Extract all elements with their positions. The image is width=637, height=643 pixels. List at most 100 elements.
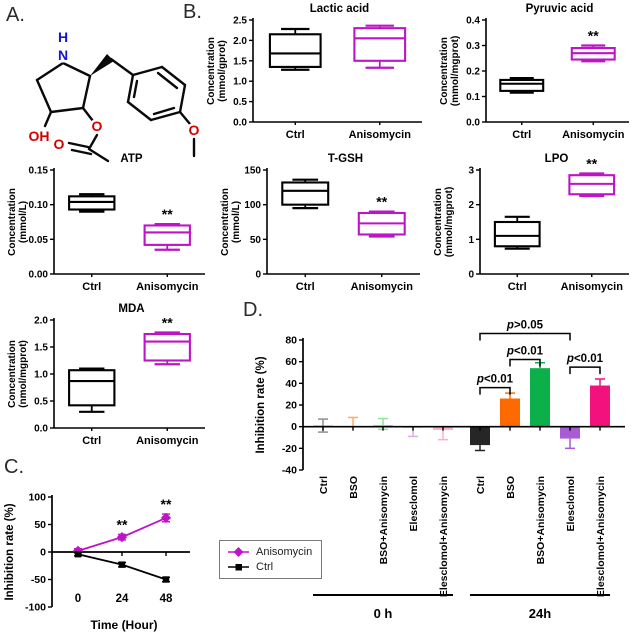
svg-text:MDA: MDA xyxy=(118,303,144,315)
svg-text:48: 48 xyxy=(160,593,173,605)
svg-text:0.1: 0.1 xyxy=(466,92,480,103)
panel-b-label: B. xyxy=(183,1,202,23)
svg-text:N: N xyxy=(58,47,68,63)
svg-text:0.2: 0.2 xyxy=(466,67,480,78)
panel-c-label: C. xyxy=(4,456,24,478)
svg-text:Ctrl: Ctrl xyxy=(508,281,527,293)
bar-BSO xyxy=(500,398,520,427)
svg-text:p<0.01: p<0.01 xyxy=(506,346,544,358)
svg-text:(mmol/L): (mmol/L) xyxy=(18,201,29,243)
panel-d-label: D. xyxy=(243,299,263,321)
svg-text:O: O xyxy=(92,118,103,134)
svg-text:0.15: 0.15 xyxy=(29,166,49,177)
svg-text:50: 50 xyxy=(34,519,46,531)
svg-text:1.5: 1.5 xyxy=(34,343,48,354)
svg-text:1.0: 1.0 xyxy=(233,77,247,88)
chart-atp: ATP0.000.050.100.15Concentration(mmol/L)… xyxy=(7,153,205,293)
svg-text:0.0: 0.0 xyxy=(34,424,48,435)
svg-text:O: O xyxy=(189,122,200,138)
svg-text:Ctrl: Ctrl xyxy=(296,281,315,293)
svg-text:Inhibition rate (%): Inhibition rate (%) xyxy=(4,503,16,600)
svg-text:80: 80 xyxy=(285,335,297,347)
svg-text:**: ** xyxy=(162,206,173,222)
svg-text:BSO+Anisomycin: BSO+Anisomycin xyxy=(378,476,390,564)
svg-text:150: 150 xyxy=(244,166,261,177)
svg-text:3: 3 xyxy=(468,166,474,177)
svg-text:0.5: 0.5 xyxy=(34,397,48,408)
svg-text:**: ** xyxy=(162,314,173,330)
svg-text:Ctrl: Ctrl xyxy=(82,435,101,447)
svg-text:H: H xyxy=(58,29,68,45)
svg-text:0.00: 0.00 xyxy=(29,270,49,281)
box-Anisomycin xyxy=(143,224,191,246)
svg-text:Elesclomol+Anisomycin: Elesclomol+Anisomycin xyxy=(595,476,607,597)
svg-text:**: ** xyxy=(586,155,597,171)
svg-text:0: 0 xyxy=(75,593,81,605)
svg-text:O: O xyxy=(54,136,65,152)
svg-text:24: 24 xyxy=(116,593,129,605)
svg-text:Lactic acid: Lactic acid xyxy=(310,3,369,15)
svg-text:T-GSH: T-GSH xyxy=(328,153,363,165)
svg-text:OH: OH xyxy=(29,128,50,144)
svg-text:Concentration: Concentration xyxy=(206,37,217,105)
svg-text:-20: -20 xyxy=(282,443,297,455)
svg-text:-40: -40 xyxy=(282,465,297,477)
svg-text:0: 0 xyxy=(291,421,297,433)
svg-text:-100: -100 xyxy=(25,602,46,614)
svg-text:Elesclomol: Elesclomol xyxy=(565,476,577,532)
svg-text:BSO: BSO xyxy=(505,476,517,499)
svg-text:0.3: 0.3 xyxy=(466,41,480,52)
svg-text:BSO+Anisomycin: BSO+Anisomycin xyxy=(535,476,547,564)
svg-text:Inhibition rate (%): Inhibition rate (%) xyxy=(255,356,267,453)
svg-text:1.0: 1.0 xyxy=(34,370,48,381)
box-Ctrl xyxy=(68,369,116,407)
svg-text:(mmol/mgprot): (mmol/mgprot) xyxy=(450,36,461,107)
svg-text:1.5: 1.5 xyxy=(233,56,247,67)
svg-text:2: 2 xyxy=(468,200,474,211)
svg-text:**: ** xyxy=(376,194,387,210)
svg-text:(nmol/mgprot): (nmol/mgprot) xyxy=(18,340,29,408)
svg-text:0.4: 0.4 xyxy=(466,16,480,27)
box-Ctrl xyxy=(493,220,541,248)
svg-text:p<0.01: p<0.01 xyxy=(476,374,514,386)
box-Anisomycin xyxy=(143,332,191,362)
ctrl-line-marker-icon xyxy=(228,564,249,571)
svg-text:0.0: 0.0 xyxy=(466,118,480,129)
svg-text:Elesclomol+Anisomycin: Elesclomol+Anisomycin xyxy=(438,476,450,597)
svg-text:Anisomycin: Anisomycin xyxy=(562,129,625,141)
svg-text:Ctrl: Ctrl xyxy=(475,476,487,494)
panel-a-label: A. xyxy=(6,4,25,26)
svg-text:Anisomycin: Anisomycin xyxy=(136,435,199,447)
svg-text:0: 0 xyxy=(255,270,261,281)
legend-label-ctrl: Ctrl xyxy=(256,561,274,573)
svg-text:LPO: LPO xyxy=(545,153,569,165)
chart-mda: MDA0.00.51.01.52.0Concentration(nmol/mgp… xyxy=(7,303,205,447)
svg-text:40: 40 xyxy=(285,378,297,390)
svg-text:**: ** xyxy=(588,28,599,44)
svg-text:2.5: 2.5 xyxy=(233,16,247,27)
chart-pyruvic-acid: Pyruvic acid0.00.10.20.30.4Concentration… xyxy=(439,3,629,141)
svg-text:24h: 24h xyxy=(529,606,551,621)
bar-BSO+Anisomycin xyxy=(530,368,550,427)
svg-text:p>0.05: p>0.05 xyxy=(506,320,544,332)
timecourse-legend: Anisomycin Ctrl xyxy=(219,540,323,579)
svg-text:0 h: 0 h xyxy=(374,606,393,621)
svg-text:2.0: 2.0 xyxy=(233,36,247,47)
svg-text:100: 100 xyxy=(244,200,261,211)
svg-text:0.10: 0.10 xyxy=(29,200,49,211)
svg-text:20: 20 xyxy=(285,400,297,412)
svg-text:Concentration: Concentration xyxy=(7,340,18,408)
svg-text:0.5: 0.5 xyxy=(233,97,247,108)
svg-text:0.05: 0.05 xyxy=(29,235,49,246)
box-Ctrl xyxy=(268,33,322,68)
box-Anisomycin xyxy=(353,27,407,62)
svg-text:Concentration: Concentration xyxy=(433,188,444,256)
legend-item-anisomycin: Anisomycin xyxy=(227,546,312,558)
svg-text:-50: -50 xyxy=(31,574,46,586)
bar-Ctrl xyxy=(470,426,490,446)
svg-text:Ctrl: Ctrl xyxy=(82,281,101,293)
svg-text:Time (Hour): Time (Hour) xyxy=(90,618,157,632)
svg-text:Concentration: Concentration xyxy=(7,188,18,256)
